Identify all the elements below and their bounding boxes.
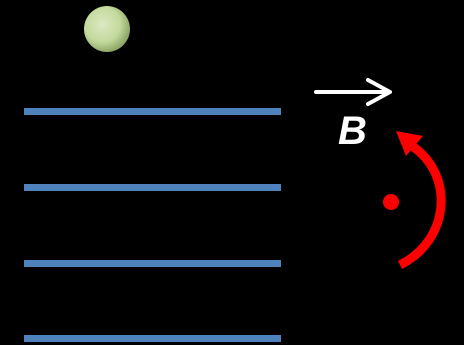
ball — [84, 6, 130, 52]
plates-group — [24, 108, 281, 342]
field-vector: B — [314, 78, 392, 153]
rotation-arrow-head — [396, 131, 423, 156]
plate-1 — [24, 108, 281, 115]
field-label: B — [338, 109, 367, 153]
rotation-arc — [397, 142, 446, 270]
pivot-dot — [383, 194, 399, 210]
plate-3 — [24, 260, 281, 267]
plate-2 — [24, 184, 281, 191]
rotation-indicator — [383, 131, 446, 270]
field-arrow-head — [366, 78, 392, 106]
plate-4 — [24, 335, 281, 342]
